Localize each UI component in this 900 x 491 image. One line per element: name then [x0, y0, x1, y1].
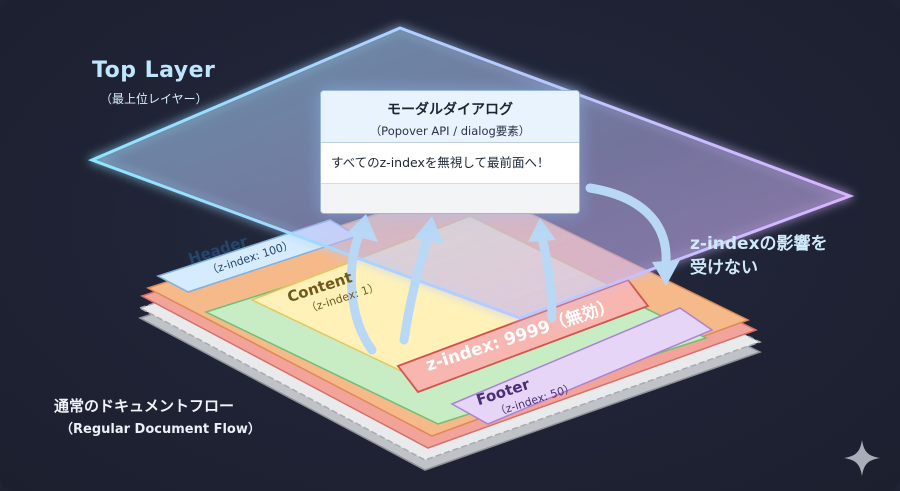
modal-header: モーダルダイアログ （Popover API / dialog要素）	[321, 91, 579, 143]
top-layer-title: Top Layer	[92, 58, 216, 83]
curved-arrow	[585, 183, 671, 267]
modal-footer	[321, 184, 579, 213]
document-flow-subtitle: （Regular Document Flow）	[60, 422, 261, 437]
up-arrow-1	[346, 227, 377, 355]
modal-subtitle: （Popover API / dialog要素）	[369, 124, 531, 138]
modal-dialog: モーダルダイアログ （Popover API / dialog要素） すべてのz…	[320, 90, 580, 214]
annotation-note: z-indexの影響を 受けない	[690, 232, 828, 280]
sparkle-icon	[844, 440, 880, 476]
modal-title: モーダルダイアログ	[387, 102, 513, 118]
annotation-line-2: 受けない	[690, 258, 758, 278]
document-flow-title: 通常のドキュメントフロー	[54, 397, 235, 415]
modal-body-text: すべてのz-indexを無視して最前面へ！	[321, 143, 579, 184]
top-layer-subtitle: （最上位レイヤー）	[100, 92, 208, 106]
footer-layer	[450, 307, 714, 425]
annotation-line-1: z-indexの影響を	[690, 234, 828, 254]
up-arrow-3	[537, 233, 557, 323]
up-arrow-2	[399, 231, 433, 345]
